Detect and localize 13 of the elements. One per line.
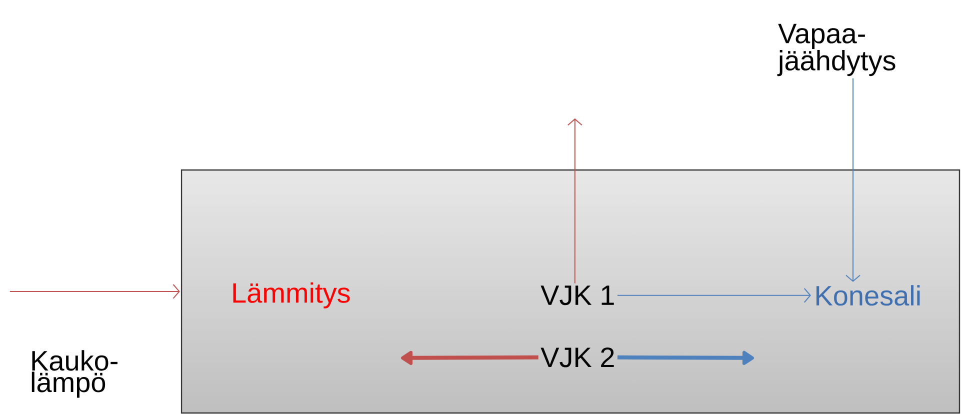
arrow bbox=[567, 118, 582, 284]
circuit-label: VJK 2 bbox=[540, 347, 614, 368]
heating-label: Lämmitys bbox=[233, 282, 350, 308]
source-label: Kauko- lämpö bbox=[32, 350, 118, 398]
arrow bbox=[9, 284, 180, 299]
system-box bbox=[180, 169, 960, 414]
flow-label: Vapaa- jäähdytys bbox=[777, 24, 896, 76]
room-label: Konesali bbox=[816, 285, 920, 306]
arrow bbox=[617, 350, 754, 366]
arrow bbox=[616, 288, 811, 303]
arrow bbox=[401, 350, 538, 366]
circuit-label: VJK 1 bbox=[540, 286, 614, 306]
arrow bbox=[846, 78, 860, 282]
